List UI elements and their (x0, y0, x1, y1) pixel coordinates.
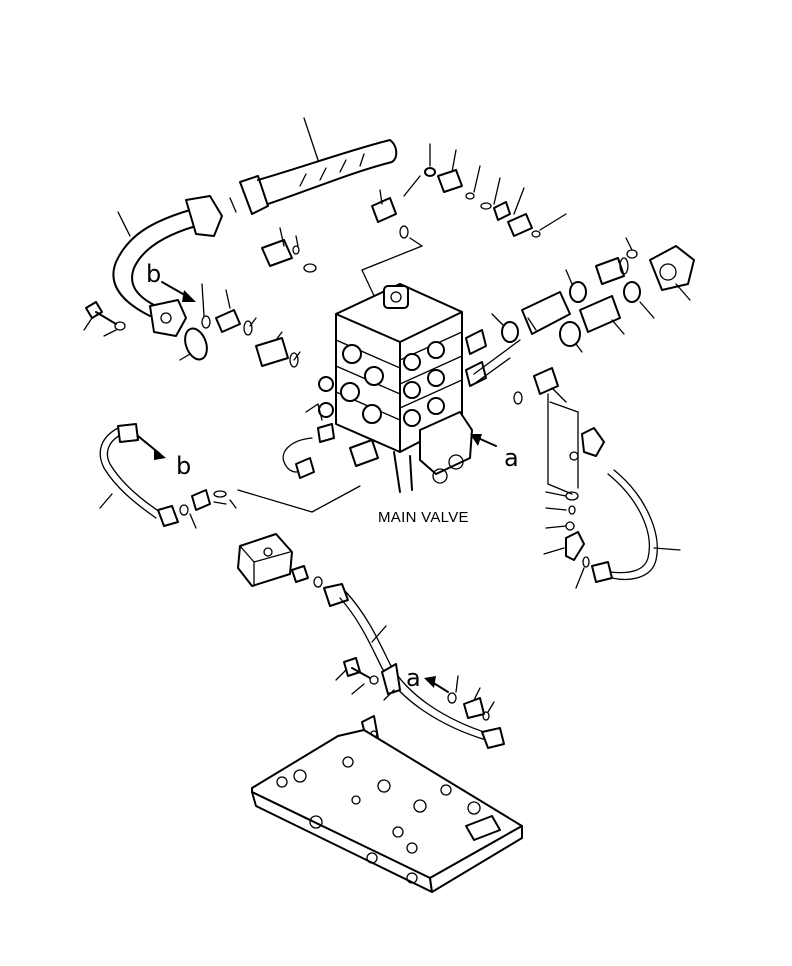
main-valve-label: MAIN VALVE (378, 509, 469, 526)
right-small-parts (543, 491, 590, 589)
base-plate (251, 729, 523, 893)
ref-marker-a-lower: a (406, 664, 421, 692)
ref-marker-b-upper: b (146, 260, 162, 288)
main-valve-body (305, 283, 487, 493)
suction-hose (229, 139, 398, 215)
junction-block (237, 533, 323, 588)
ref-marker-b-lower: b (176, 452, 192, 480)
leader-line (303, 117, 319, 161)
right-side-fittings (473, 237, 695, 385)
connector-fitting (201, 283, 301, 368)
arrow-head-icon (154, 448, 166, 460)
ref-marker-a-upper: a (504, 444, 519, 472)
arrow-head-icon (424, 676, 436, 688)
o-ring (184, 327, 208, 361)
flange-bolt (83, 301, 126, 337)
elbow-fitting (513, 367, 579, 495)
arrow-head-icon (182, 290, 196, 302)
arrow-shaft-a-right (477, 437, 497, 447)
clamp-and-bolt (335, 657, 401, 701)
relief-valve-fittings (261, 143, 567, 301)
lower-hose (323, 583, 505, 749)
pressure-sensor (282, 423, 335, 479)
pilot-hose-right (569, 427, 681, 583)
arrow-head-icon (470, 434, 482, 446)
leader-line (117, 211, 131, 237)
pilot-hose-left (99, 423, 361, 529)
pressure-hose (112, 195, 223, 337)
lower-fittings (447, 675, 495, 721)
